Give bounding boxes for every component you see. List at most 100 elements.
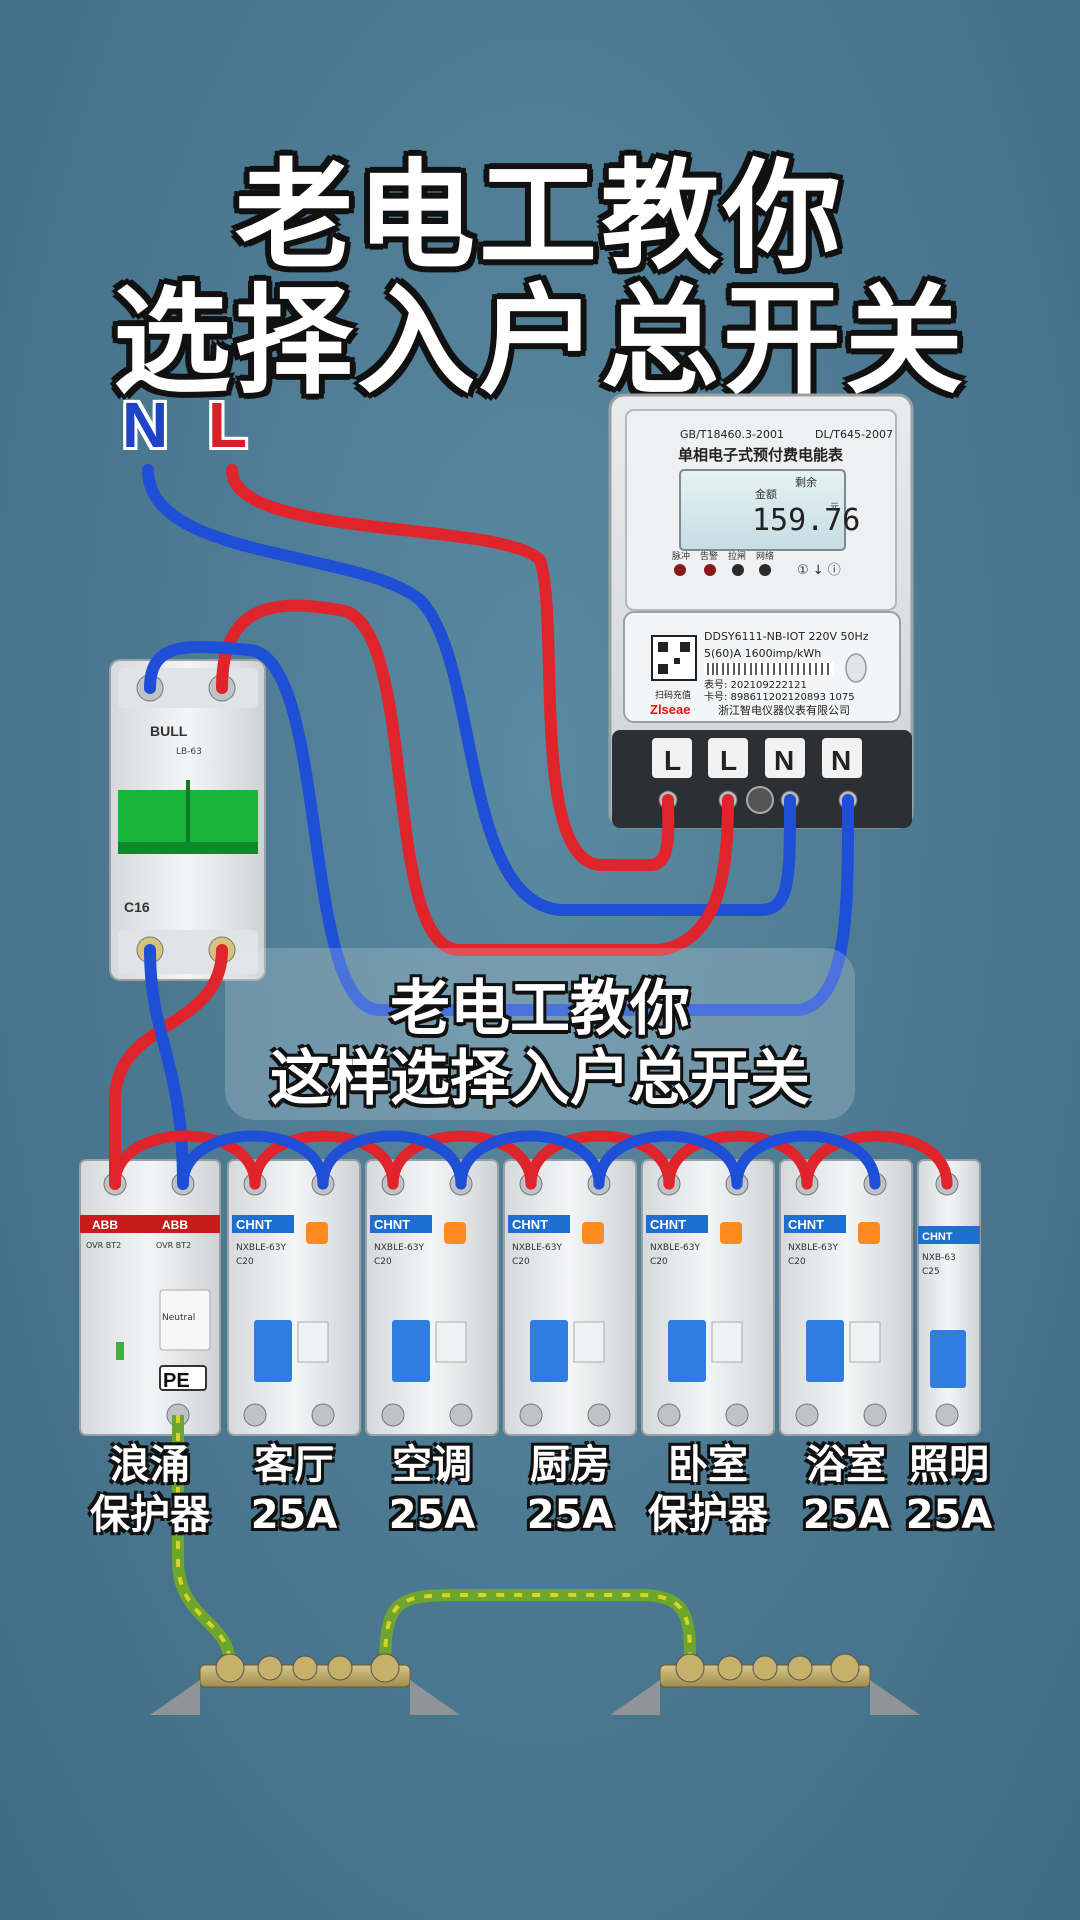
jumper-wire <box>109 1130 261 1190</box>
breaker-label-rating: 25A <box>250 1492 338 1538</box>
title-line-1: 老电工教你 <box>234 147 845 285</box>
earth-busbar-left <box>150 1653 460 1715</box>
meter-card-number: 卡号: 898611202120893 1075 <box>704 690 855 703</box>
terminal-label-1: L <box>664 745 681 776</box>
rcbo-group: CHNT NXBLE-63Y C20 CHNT NXBLE-63Y C20 CHNT NXBL… <box>227 1159 913 1436</box>
spd-brand-2: ABB <box>162 1218 188 1232</box>
lcd-label-2: 金额 <box>755 487 777 501</box>
rcbo-model: NXBLE-63Y <box>374 1243 424 1253</box>
meter-current: 5(60)A 1600imp/kWh <box>704 647 821 660</box>
meter-button-icons: ① ↓ ⓘ <box>797 563 841 578</box>
scan-label: 扫码充值 <box>655 689 691 701</box>
meter-lcd <box>679 469 846 551</box>
rcbo-brand: CHNT <box>788 1217 824 1232</box>
jumper-wire <box>731 1130 881 1190</box>
rcbo-model: NXBLE-63Y <box>236 1243 286 1253</box>
rcbo-module: CHNT NXBLE-63Y C20 <box>365 1159 499 1436</box>
live-label: L <box>208 389 248 461</box>
rcbo-model: NXBLE-63Y <box>788 1243 838 1253</box>
rcbo-brand: CHNT <box>374 1217 410 1232</box>
reading-unit: 元 <box>830 503 839 513</box>
mcb-handle[interactable] <box>930 1330 966 1388</box>
jumper-wire <box>249 1130 399 1190</box>
lighting-mcb: CHNT NXB-63 C25 <box>917 1159 981 1436</box>
spd-brand-1: ABB <box>92 1218 118 1232</box>
indicator-alarm: 告警 <box>700 550 718 562</box>
earth-busbar-right <box>610 1653 920 1715</box>
rcbo-brand: CHNT <box>512 1217 548 1232</box>
meter-reading: 159.76 <box>752 503 860 538</box>
wires <box>109 464 855 1190</box>
jumper-wire <box>177 1130 329 1190</box>
caption-line-1: 老电工教你 <box>390 974 690 1044</box>
breaker-label: 卧室保护器 <box>633 1440 783 1540</box>
main-switch-brand: BULL <box>150 723 188 739</box>
mcb-rating: C25 <box>922 1267 940 1277</box>
jumper-wire <box>801 1130 953 1190</box>
rcbo-brand: CHNT <box>650 1217 686 1232</box>
jumper-wire <box>317 1130 467 1190</box>
breaker-label-rating: 25A <box>802 1492 890 1538</box>
pe-terminal <box>159 1365 207 1391</box>
meter-company: 浙江智电仪器仪表有限公司 <box>718 703 850 717</box>
rcbo-model: NXBLE-63Y <box>650 1243 700 1253</box>
breaker-label-name: 客厅 <box>254 1442 334 1488</box>
rcbo-module: CHNT NXBLE-63Y C20 <box>503 1159 637 1436</box>
pe-label: PE <box>163 1370 190 1392</box>
jumper-wire <box>663 1130 813 1190</box>
breaker-label-rating: 25A <box>526 1492 614 1538</box>
breaker-label-name: 浪涌 <box>110 1442 190 1488</box>
earth-system <box>150 1415 920 1715</box>
rcbo-module: CHNT NXBLE-63Y C20 <box>641 1159 775 1436</box>
terminal-label-4: N <box>831 745 851 776</box>
indicator-pulse: 脉冲 <box>672 550 690 562</box>
indicator-network: 网络 <box>756 550 774 562</box>
breaker-label-name: 浴室 <box>806 1442 886 1488</box>
meter-standard-right: DL/T645-2007 <box>815 428 893 441</box>
jumper-wire <box>593 1130 743 1190</box>
breaker-label-name: 照明 <box>909 1442 989 1488</box>
jumper-wire <box>387 1130 537 1190</box>
breaker-label-rating: 保护器 <box>648 1492 768 1538</box>
rcbo-handle[interactable] <box>530 1320 568 1382</box>
breaker-label-name: 卧室 <box>668 1442 748 1488</box>
rcbo-handle[interactable] <box>254 1320 292 1382</box>
meter-indicator-lights: 脉冲 告警 拉闸 网络 ① ↓ ⓘ <box>672 550 841 578</box>
title-line-2: 选择入户总开关 <box>112 272 967 410</box>
rcbo-rating: C20 <box>788 1257 806 1267</box>
breaker-label-rating: 25A <box>388 1492 476 1538</box>
breaker-label-name: 厨房 <box>530 1442 610 1488</box>
rcbo-handle[interactable] <box>668 1320 706 1382</box>
breaker-label-name: 空调 <box>392 1442 472 1488</box>
rcbo-rating: C20 <box>512 1257 530 1267</box>
spd-neutral-label: Neutral <box>162 1313 195 1323</box>
rcbo-handle[interactable] <box>392 1320 430 1382</box>
lcd-label-1: 剩余 <box>795 475 817 489</box>
breaker-label: 浪涌保护器 <box>75 1440 225 1540</box>
rcbo-model: NXBLE-63Y <box>512 1243 562 1253</box>
meter-serial: 表号: 202109222121 <box>704 678 807 691</box>
main-switch: BULL LB-63 C16 <box>109 659 266 981</box>
breaker-label-rating: 25A <box>905 1492 993 1538</box>
main-switch-model: LB-63 <box>176 747 202 757</box>
neutral-label: N <box>122 389 169 461</box>
caption-box <box>225 948 855 1120</box>
rcbo-rating: C20 <box>650 1257 668 1267</box>
spd-model-2: OVR BT2 <box>156 1241 191 1250</box>
terminal-label-3: N <box>774 745 794 776</box>
rcbo-rating: C20 <box>374 1257 392 1267</box>
rcbo-module: CHNT NXBLE-63Y C20 <box>779 1159 913 1436</box>
rcbo-handle[interactable] <box>806 1320 844 1382</box>
terminal-label-2: L <box>720 745 737 776</box>
mcb-model: NXB-63 <box>922 1253 956 1263</box>
rcbo-brand: CHNT <box>236 1217 272 1232</box>
jumper-wire <box>525 1130 675 1190</box>
jumper-wire <box>455 1130 605 1190</box>
barcode <box>704 662 834 676</box>
breaker-label-rating: 保护器 <box>90 1492 210 1538</box>
